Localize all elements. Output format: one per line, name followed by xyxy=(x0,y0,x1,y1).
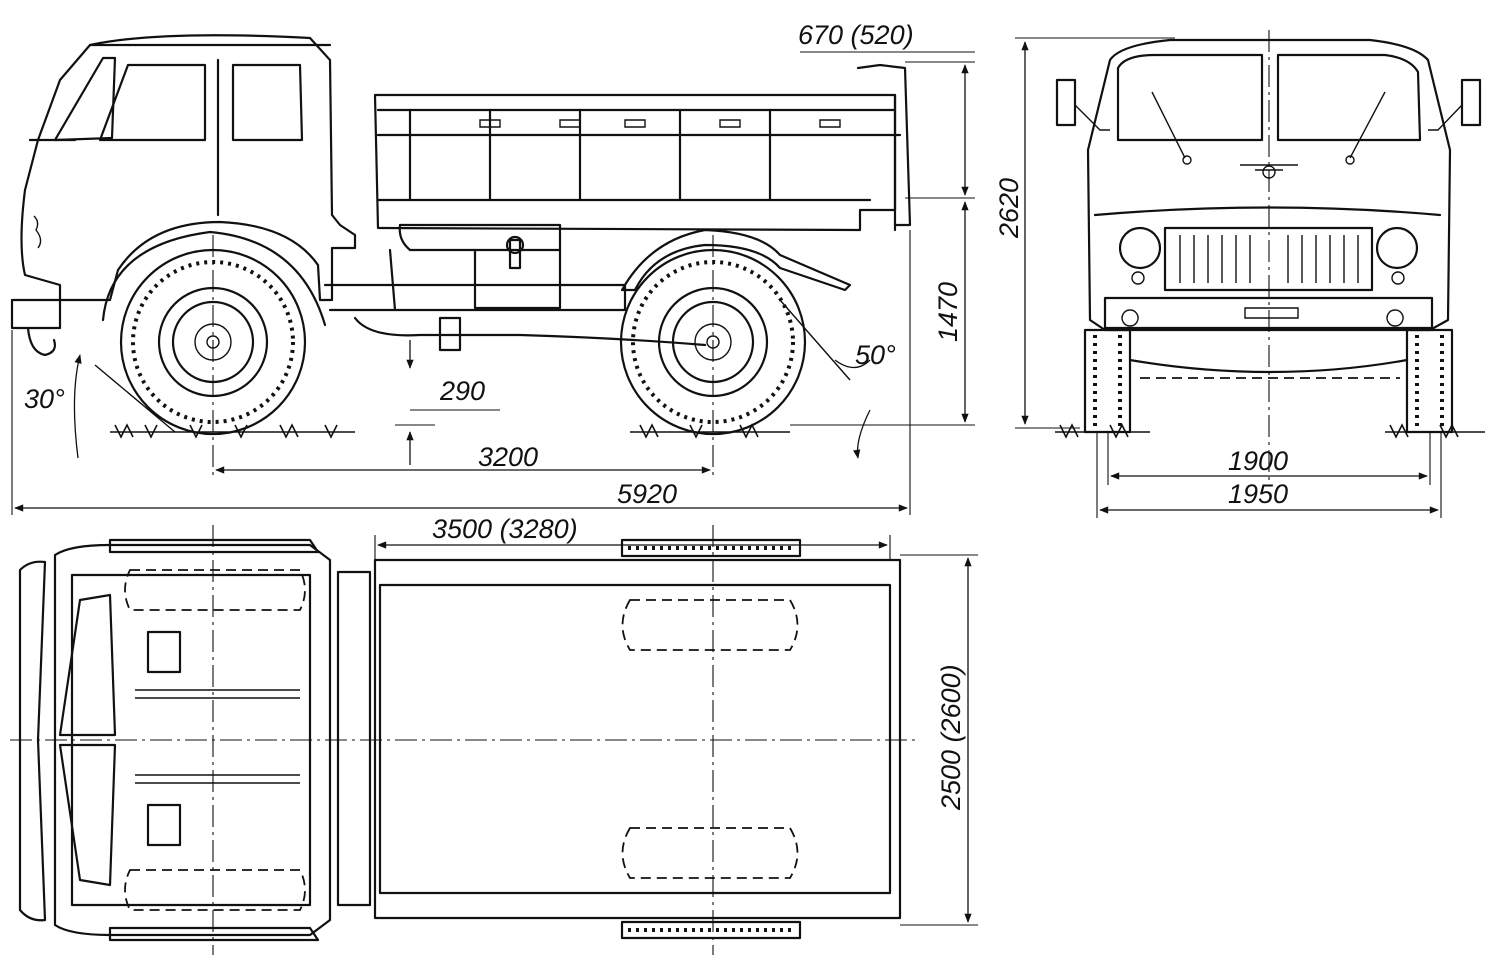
ground-side xyxy=(110,423,790,439)
cab-side xyxy=(20,34,357,302)
dim-overall-width-front: 1950 xyxy=(1228,479,1288,509)
front-wheel xyxy=(101,230,327,436)
approach-angle-line xyxy=(94,364,176,433)
tow-hook xyxy=(26,326,57,357)
side-view: 670 (520) 1470 290 3200 5920 30° 50° xyxy=(10,20,975,515)
dim-overall-length: 5920 xyxy=(617,479,677,509)
dim-body-height: 1470 xyxy=(933,282,963,342)
dim-track: 1900 xyxy=(1228,446,1288,476)
dim-roof-to-body: 670 (520) xyxy=(798,20,914,50)
dim-overall-height: 2620 xyxy=(994,178,1024,239)
dim-body-length: 3500 (3280) xyxy=(432,514,578,544)
dim-departure-angle: 50° xyxy=(855,340,896,370)
dim-ground-clearance: 290 xyxy=(439,376,485,406)
top-view: 3500 (3280) 2500 (2600) xyxy=(10,514,978,955)
dump-body-side xyxy=(373,63,912,232)
departure-angle-line xyxy=(779,299,851,381)
dim-overall-width: 2500 (2600) xyxy=(936,664,966,811)
front-bumper xyxy=(10,298,62,330)
front-view: 2620 1900 1950 xyxy=(994,30,1485,518)
chassis xyxy=(323,223,707,352)
rear-wheel xyxy=(619,228,852,436)
dim-wheelbase: 3200 xyxy=(478,442,538,472)
dim-approach-angle: 30° xyxy=(24,384,65,414)
